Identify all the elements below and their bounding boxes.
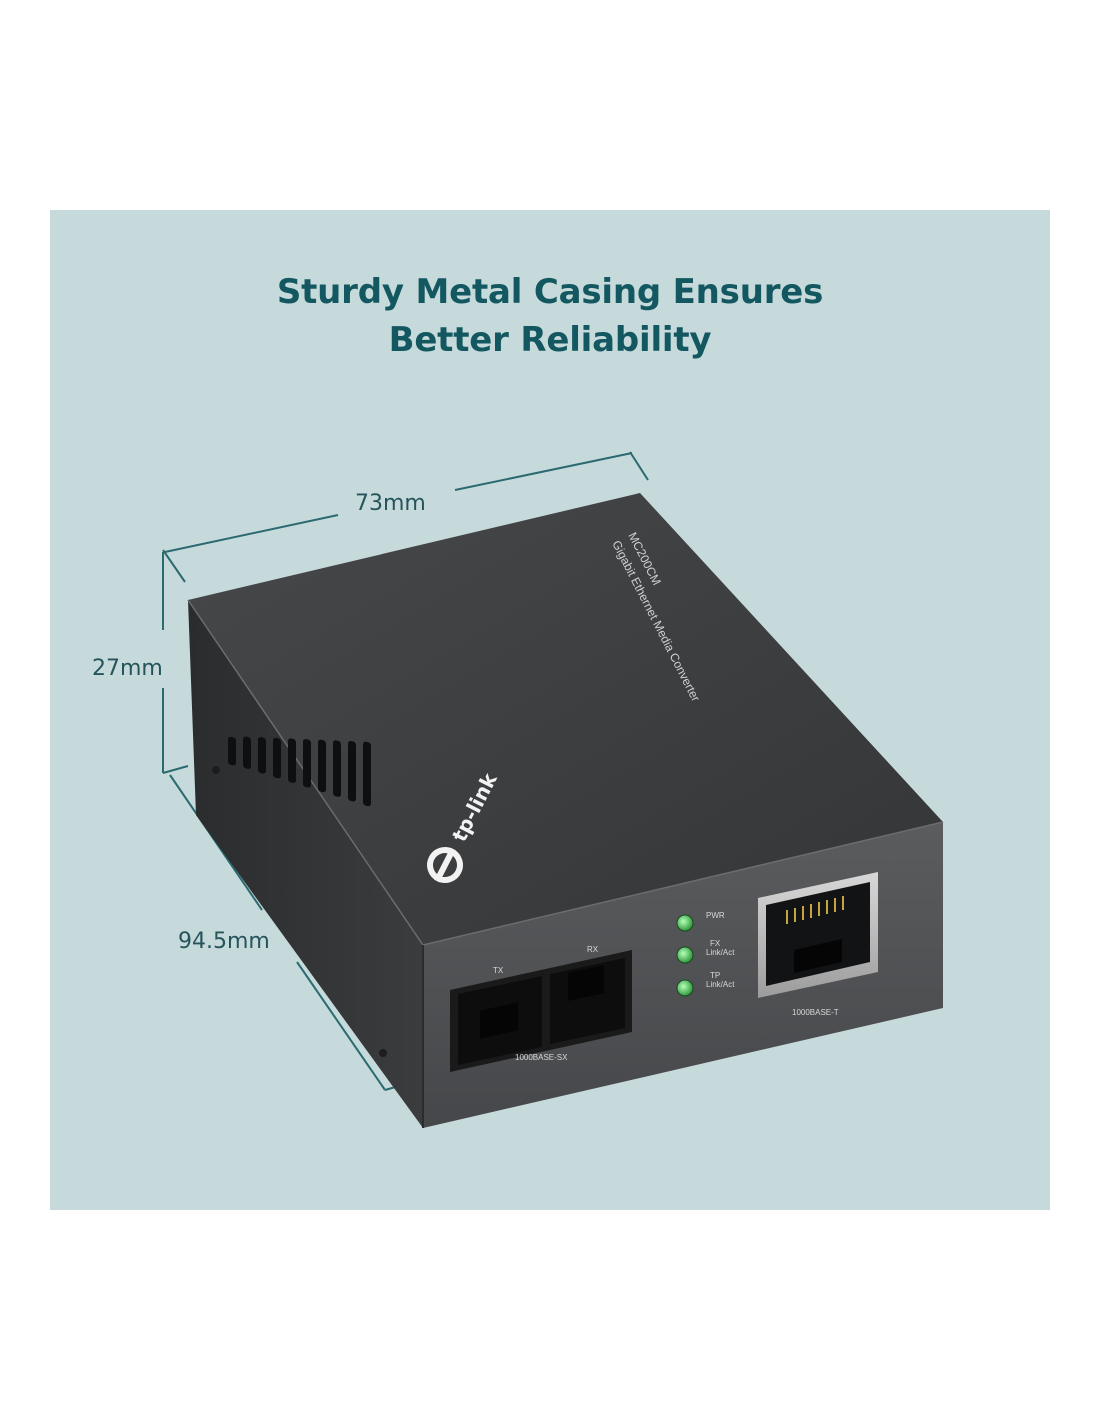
dimension-width	[162, 451, 649, 583]
headline: Sturdy Metal Casing Ensures Better Relia…	[50, 268, 1050, 364]
tx-label: TX	[493, 966, 504, 975]
depth-label: 94.5mm	[178, 929, 270, 954]
side-screw	[379, 1049, 387, 1057]
rx-label: RX	[587, 945, 599, 954]
dimension-height	[162, 552, 189, 774]
led-tp-sublabel: Link/Act	[706, 980, 735, 989]
fiber-sc-port	[450, 950, 632, 1072]
fiber-type-label: 1000BASE-SX	[515, 1053, 568, 1062]
side-screw	[212, 766, 220, 774]
fx-led	[676, 946, 694, 964]
led-pwr-label: PWR	[706, 911, 725, 920]
product-panel: Sturdy Metal Casing Ensures Better Relia…	[50, 210, 1050, 1210]
tp-led	[676, 979, 694, 997]
pwr-led	[676, 914, 694, 932]
tp-link-logo-icon	[427, 847, 463, 883]
ethernet-type-label: 1000BASE-T	[792, 1008, 839, 1017]
headline-line-2: Better Reliability	[388, 320, 712, 360]
led-fx-sublabel: Link/Act	[706, 948, 735, 957]
width-label: 73mm	[355, 491, 426, 516]
media-converter-illustration: 73mm 27mm 94.5mm	[92, 451, 944, 1128]
rj45-port	[758, 872, 878, 998]
led-tp-label: TP	[710, 971, 720, 980]
headline-line-1: Sturdy Metal Casing Ensures	[276, 272, 824, 312]
side-vents	[228, 736, 371, 807]
led-fx-label: FX	[710, 939, 721, 948]
height-label: 27mm	[92, 656, 163, 681]
status-leds	[676, 914, 694, 997]
